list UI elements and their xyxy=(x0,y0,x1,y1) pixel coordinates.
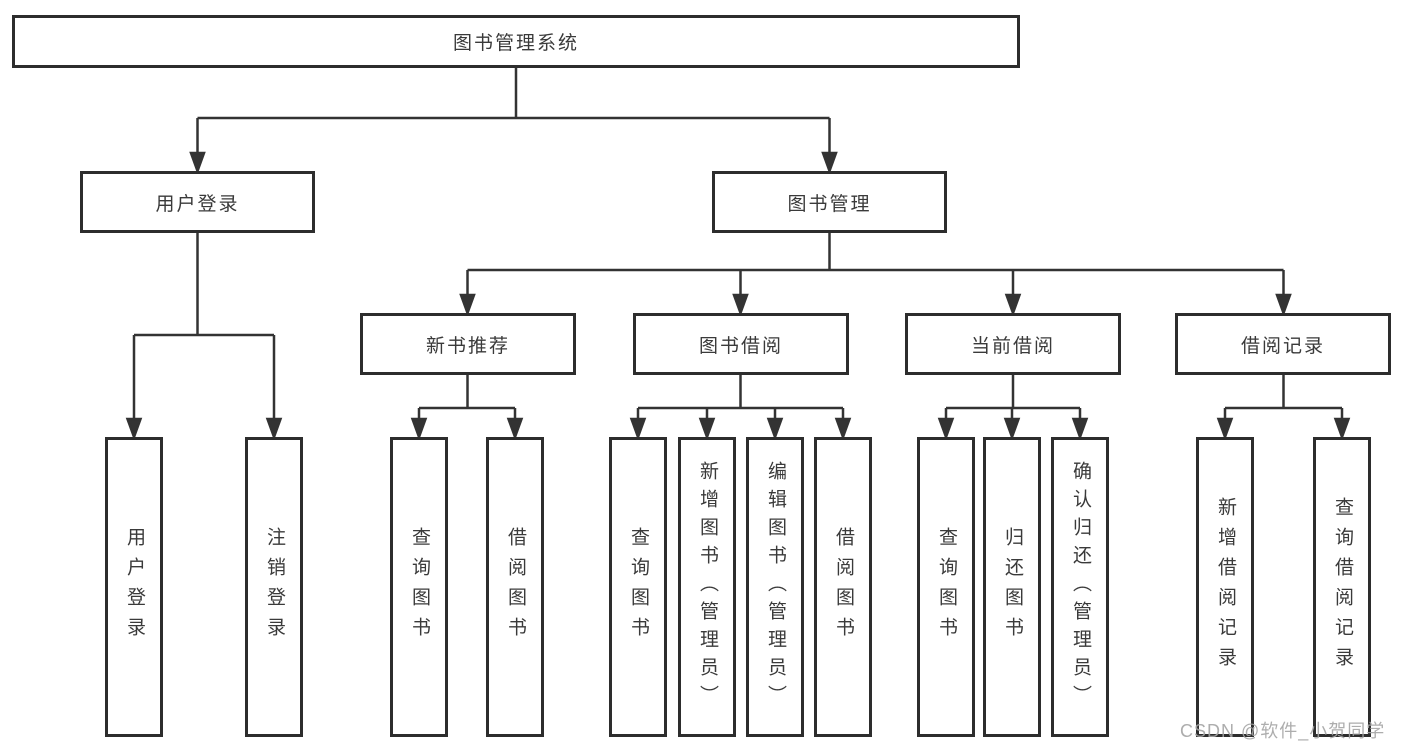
leaf-return-book: 归还图书 xyxy=(983,437,1041,737)
tree-lines xyxy=(134,68,1342,410)
node-user-login: 用户登录 xyxy=(80,171,315,233)
leaf-query-borrow-record: 查询借阅记录 xyxy=(1313,437,1371,737)
arrowheads xyxy=(125,118,1351,441)
leaf-edit-book-admin: 编辑图书（管理员） xyxy=(746,437,804,737)
node-borrowing-records: 借阅记录 xyxy=(1175,313,1391,375)
leaf-query-books-current: 查询图书 xyxy=(917,437,975,737)
leaf-user-login: 用户登录 xyxy=(105,437,163,737)
leaf-add-book-admin: 新增图书（管理员） xyxy=(678,437,736,737)
node-library-management-system: 图书管理系统 xyxy=(12,15,1020,68)
leaf-logout: 注销登录 xyxy=(245,437,303,737)
leaf-add-borrow-record: 新增借阅记录 xyxy=(1196,437,1254,737)
leaf-confirm-return-admin: 确认归还（管理员） xyxy=(1051,437,1109,737)
leaf-query-books-borrow: 查询图书 xyxy=(609,437,667,737)
node-new-book-recommendation: 新书推荐 xyxy=(360,313,576,375)
node-book-borrowing: 图书借阅 xyxy=(633,313,849,375)
csdn-watermark: CSDN @软件_小贺同学 xyxy=(1180,721,1386,741)
node-current-borrowing: 当前借阅 xyxy=(905,313,1121,375)
leaf-borrow-books-recommend: 借阅图书 xyxy=(486,437,544,737)
leaf-query-books-recommend: 查询图书 xyxy=(390,437,448,737)
node-book-management: 图书管理 xyxy=(712,171,947,233)
leaf-borrow-books-borrow: 借阅图书 xyxy=(814,437,872,737)
